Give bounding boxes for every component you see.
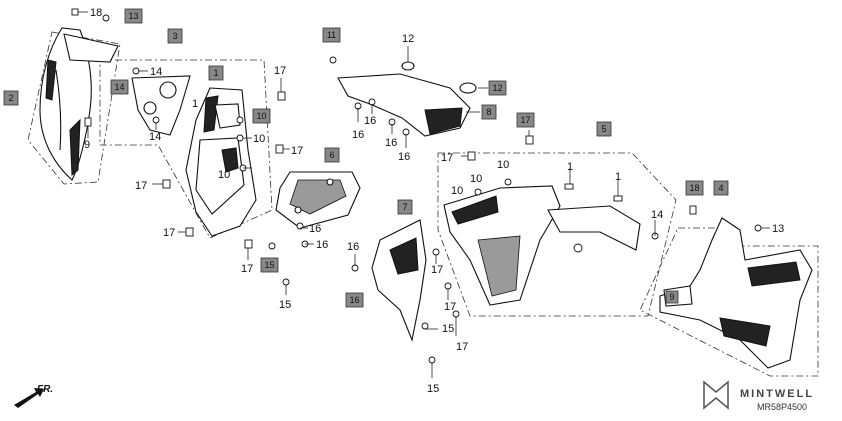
diagram-code: MR58P4500 bbox=[757, 402, 807, 412]
callout-14: 14 bbox=[149, 131, 161, 143]
callout-1: 1 bbox=[192, 98, 198, 110]
callout-box-13: 13 bbox=[124, 8, 143, 24]
watermark-text: MINTWELL bbox=[740, 388, 814, 400]
callout-box-10: 10 bbox=[252, 108, 271, 124]
callout-box-5: 5 bbox=[596, 121, 612, 137]
callout-17: 17 bbox=[441, 152, 453, 164]
callout-17: 17 bbox=[456, 341, 468, 353]
callout-14: 14 bbox=[651, 209, 663, 221]
svg-text:12: 12 bbox=[492, 83, 502, 93]
svg-text:10: 10 bbox=[256, 111, 266, 121]
callout-1: 1 bbox=[615, 171, 621, 183]
callout-18: 18 bbox=[90, 7, 102, 19]
callout-17: 17 bbox=[291, 145, 303, 157]
svg-text:7: 7 bbox=[402, 202, 407, 212]
callout-16: 16 bbox=[316, 239, 328, 251]
callout-box-3: 3 bbox=[167, 28, 183, 44]
svg-text:16: 16 bbox=[349, 295, 359, 305]
svg-text:8: 8 bbox=[486, 107, 491, 117]
callout-16: 16 bbox=[309, 223, 321, 235]
svg-text:5: 5 bbox=[601, 124, 606, 134]
callout-10: 10 bbox=[451, 185, 463, 197]
callout-17: 17 bbox=[444, 301, 456, 313]
svg-text:1: 1 bbox=[213, 68, 218, 78]
svg-text:3: 3 bbox=[172, 31, 177, 41]
callout-17: 17 bbox=[135, 180, 147, 192]
svg-text:18: 18 bbox=[689, 183, 699, 193]
callout-9: 9 bbox=[84, 139, 90, 151]
callout-16: 16 bbox=[352, 129, 364, 141]
part-1-inner-frame bbox=[185, 87, 257, 237]
callout-16: 16 bbox=[347, 241, 359, 253]
svg-text:11: 11 bbox=[327, 30, 336, 40]
leader-lines bbox=[78, 11, 770, 378]
callout-17: 17 bbox=[431, 264, 443, 276]
callout-14: 14 bbox=[150, 66, 162, 78]
callout-16: 16 bbox=[364, 115, 376, 127]
callout-17: 17 bbox=[274, 65, 286, 77]
callout-1: 1 bbox=[567, 161, 573, 173]
callout-box-18: 18 bbox=[685, 180, 704, 196]
mintwell-logo: MINTWELL bbox=[703, 380, 814, 410]
callout-10: 10 bbox=[497, 159, 509, 171]
part-7-bracket-panel bbox=[371, 219, 427, 342]
callout-box-16: 16 bbox=[345, 292, 364, 308]
callout-box-1: 1 bbox=[208, 65, 224, 81]
part-8-upper-cover bbox=[337, 61, 477, 137]
callout-box-15: 15 bbox=[260, 257, 279, 273]
callout-box-14: 14 bbox=[110, 79, 129, 95]
callout-15: 15 bbox=[442, 323, 454, 335]
callout-10: 10 bbox=[218, 169, 230, 181]
svg-text:15: 15 bbox=[264, 260, 274, 270]
callout-17: 17 bbox=[241, 263, 253, 275]
callout-box-8: 8 bbox=[481, 104, 497, 120]
svg-text:17: 17 bbox=[520, 115, 530, 125]
group-outline-5 bbox=[437, 152, 677, 317]
callout-box-17: 17 bbox=[516, 112, 535, 128]
part-3-inner-panel bbox=[131, 75, 191, 136]
svg-text:14: 14 bbox=[114, 82, 124, 92]
part-5-inner-frame-right bbox=[443, 185, 641, 306]
svg-text:9: 9 bbox=[669, 292, 674, 302]
svg-text:6: 6 bbox=[329, 150, 334, 160]
callout-12: 12 bbox=[402, 33, 414, 45]
callout-17: 17 bbox=[163, 227, 175, 239]
group-outline-2 bbox=[27, 31, 121, 185]
callout-16: 16 bbox=[385, 137, 397, 149]
callout-box-7: 7 bbox=[397, 199, 413, 215]
callout-13: 13 bbox=[772, 223, 784, 235]
callout-10: 10 bbox=[470, 173, 482, 185]
part-4-front-cowl bbox=[659, 217, 813, 369]
callout-15: 15 bbox=[427, 383, 439, 395]
callout-16: 16 bbox=[398, 151, 410, 163]
callout-box-9: 9 bbox=[665, 290, 679, 304]
callout-box-6: 6 bbox=[324, 147, 340, 163]
part-6-center-panel bbox=[275, 171, 361, 229]
callout-box-12: 12 bbox=[488, 80, 507, 96]
front-direction-arrow: FR. bbox=[14, 384, 53, 408]
callout-box-2: 2 bbox=[3, 90, 19, 106]
svg-text:FR.: FR. bbox=[37, 384, 53, 395]
svg-text:4: 4 bbox=[718, 183, 723, 193]
callout-box-11: 11 bbox=[322, 27, 341, 43]
callout-box-4: 4 bbox=[713, 180, 729, 196]
part-2-side-cowl bbox=[39, 27, 119, 181]
svg-text:13: 13 bbox=[128, 11, 138, 21]
svg-text:2: 2 bbox=[8, 93, 13, 103]
callout-10: 10 bbox=[253, 133, 265, 145]
group-outline-3 bbox=[99, 59, 273, 239]
callout-15: 15 bbox=[279, 299, 291, 311]
